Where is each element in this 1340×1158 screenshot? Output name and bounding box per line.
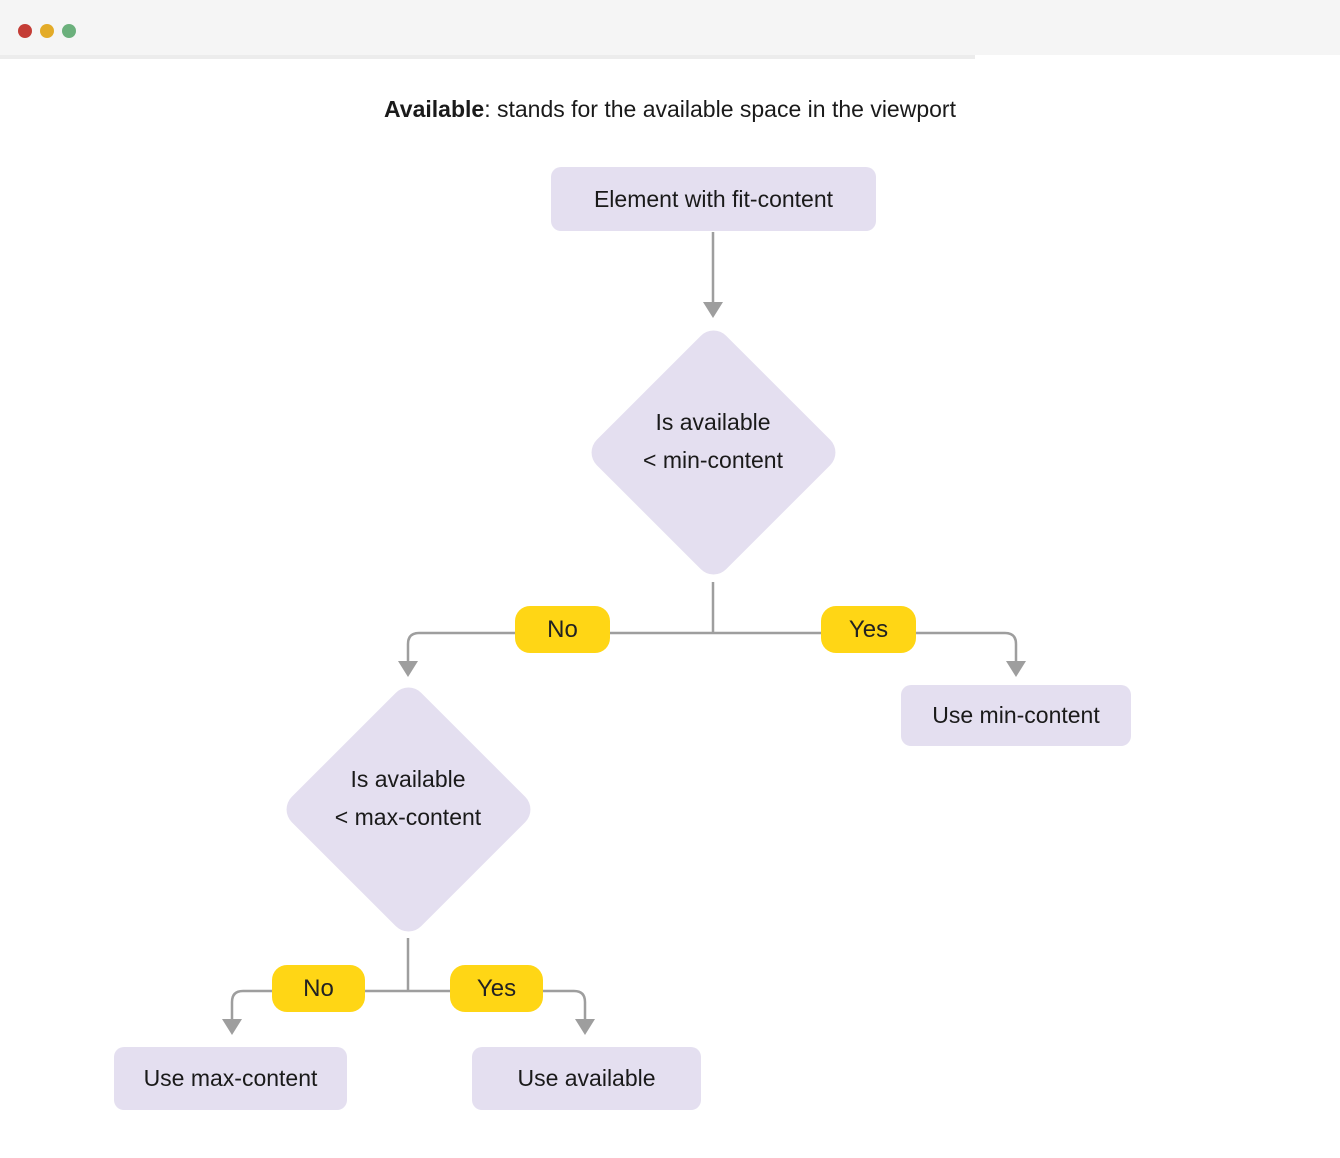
arrowhead-to-use-min — [1006, 661, 1026, 677]
diagram-caption: Available: stands for the available spac… — [0, 95, 1340, 123]
decision2-label: Is available < max-content — [288, 760, 528, 836]
titlebar-divider — [0, 55, 975, 59]
edge-label-decision2-no: No — [272, 965, 365, 1012]
node-use-available: Use available — [472, 1047, 701, 1110]
close-window-button[interactable] — [18, 24, 32, 38]
decision1-label-line2: < min-content — [643, 447, 783, 473]
minimize-window-button[interactable] — [40, 24, 54, 38]
decision2-label-line2: < max-content — [334, 804, 482, 830]
arrowhead-to-use-available — [575, 1019, 595, 1035]
edge-label-decision1-no: No — [515, 606, 610, 653]
decision2-label-line1: Is available — [350, 766, 466, 792]
zoom-window-button[interactable] — [62, 24, 76, 38]
caption-term: Available — [384, 96, 485, 122]
arrowhead-to-decision2 — [398, 661, 418, 677]
edge-label-decision2-yes: Yes — [450, 965, 543, 1012]
arrowhead-to-decision1 — [703, 302, 723, 318]
node-element-with-fit-content: Element with fit-content — [551, 167, 876, 231]
caption-text: : stands for the available space in the … — [484, 96, 956, 122]
decision1-label: Is available < min-content — [593, 403, 833, 479]
arrowhead-to-use-max — [222, 1019, 242, 1035]
decision1-label-line1: Is available — [655, 409, 771, 435]
edge-label-decision1-yes: Yes — [821, 606, 916, 653]
node-use-max-content: Use max-content — [114, 1047, 347, 1110]
node-use-min-content: Use min-content — [901, 685, 1131, 746]
window-titlebar — [0, 0, 1340, 55]
